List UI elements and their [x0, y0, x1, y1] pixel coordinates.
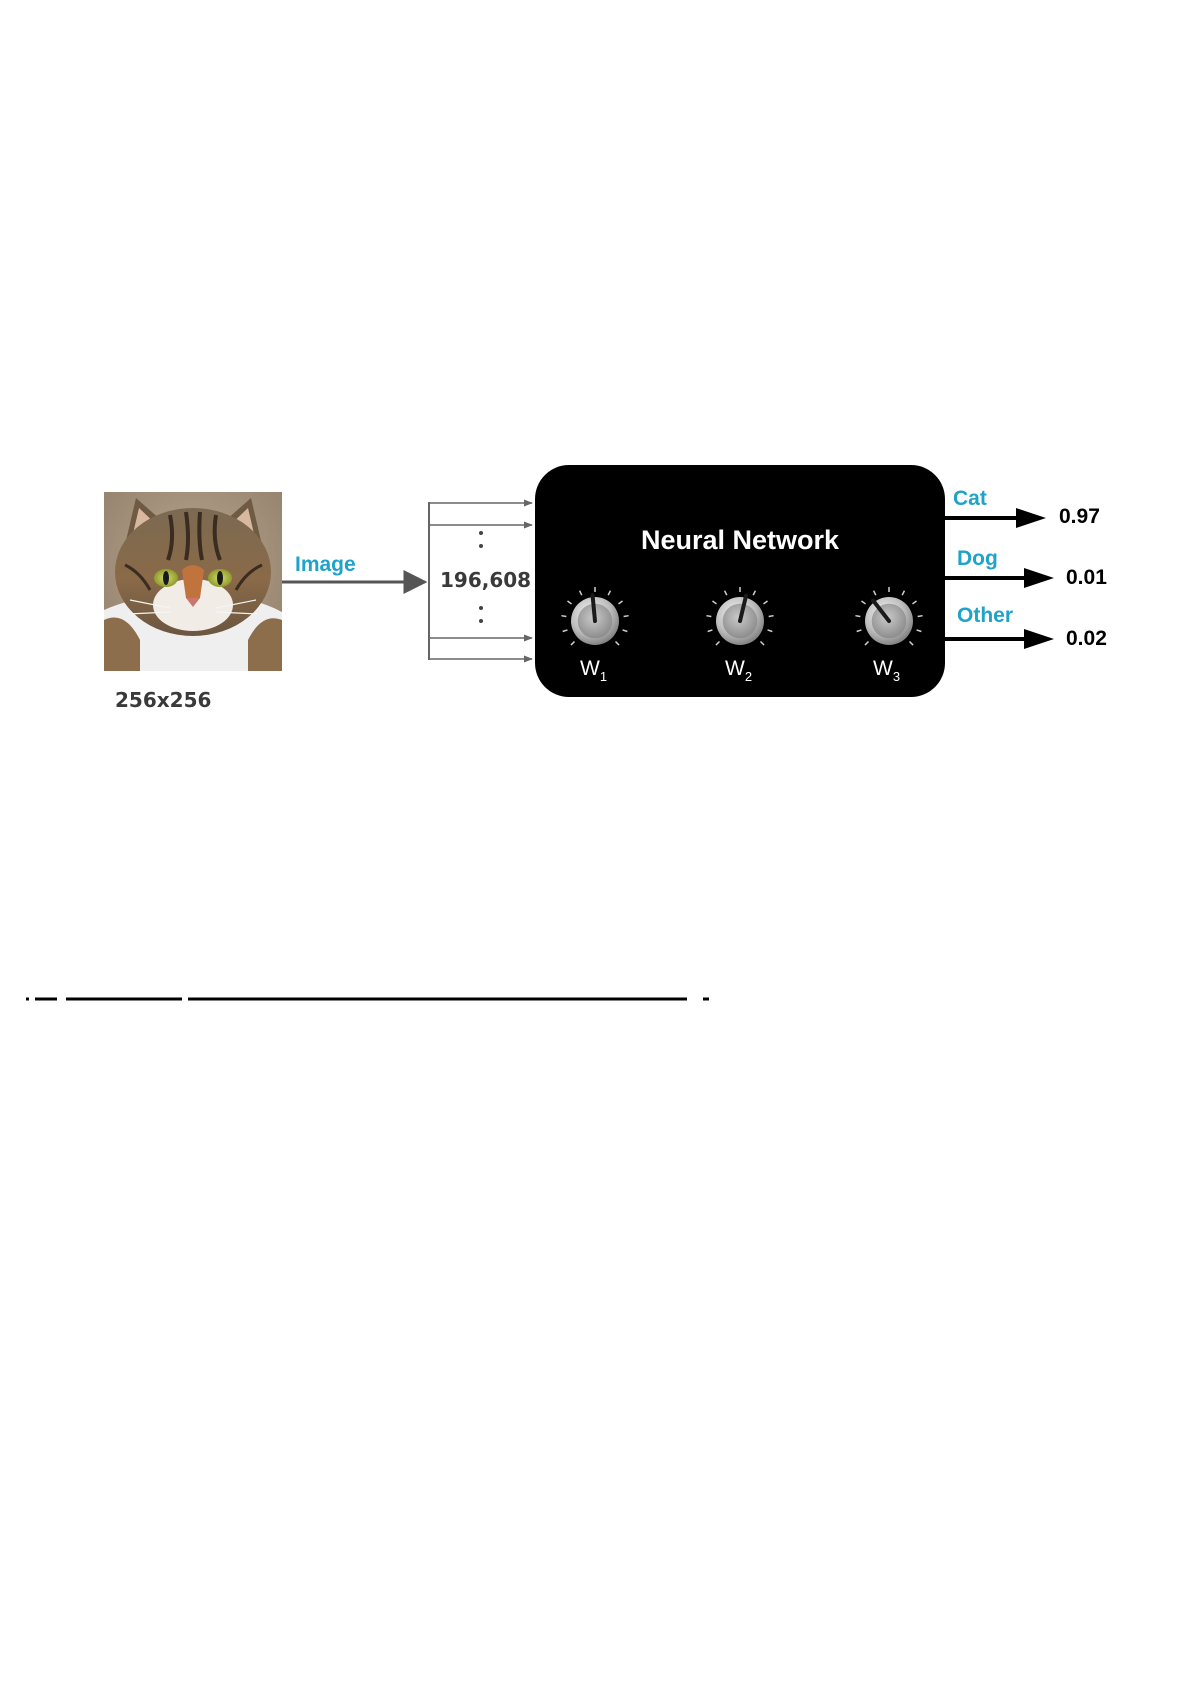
knob-tick: [570, 640, 576, 646]
knob-tick: [861, 600, 866, 605]
knob-tick: [916, 629, 922, 633]
knob-w2-label: W2: [725, 657, 752, 684]
knob-tick: [901, 590, 906, 596]
output-arrows: [945, 508, 1054, 649]
network-title: Neural Network: [641, 525, 840, 555]
knob-tick: [618, 600, 623, 605]
knob-tick: [715, 640, 721, 646]
cat-photo-icon: [104, 492, 282, 671]
knob-tick: [767, 629, 773, 633]
knob-tick: [763, 600, 768, 605]
knob-tick: [567, 600, 572, 605]
knob-tick: [752, 590, 757, 596]
knob-tick: [759, 640, 765, 646]
output-class-cat: Cat: [953, 487, 987, 510]
knob-tick: [607, 590, 612, 596]
image-arrow-label: Image: [295, 553, 356, 576]
output-class-other: Other: [957, 604, 1013, 627]
input-bracket: [428, 499, 533, 663]
knob-tick: [578, 590, 583, 596]
knob-tick: [864, 640, 870, 646]
knob-tick: [908, 640, 914, 646]
knob-tick: [723, 590, 728, 596]
knob-tick: [856, 629, 862, 633]
knob-w3-icon[interactable]: [855, 587, 923, 646]
knob-tick: [562, 629, 568, 633]
knob-tick: [712, 600, 717, 605]
knob-w3-label: W3: [873, 657, 900, 684]
knob-tick: [706, 614, 712, 618]
resolution-label: 256x256: [115, 688, 211, 712]
output-score-dog: 0.01: [1066, 566, 1107, 589]
knob-tick: [912, 600, 917, 605]
knob-pointer: [871, 598, 891, 623]
knob-tick: [707, 629, 713, 633]
output-score-cat: 0.97: [1059, 505, 1100, 528]
knob-pointer: [738, 593, 749, 623]
knob-tick: [623, 614, 629, 618]
knob-tick: [561, 614, 567, 618]
output-class-dog: Dog: [957, 547, 998, 570]
knob-w1-label: W1: [580, 657, 607, 684]
knob-tick: [614, 640, 620, 646]
knob-tick: [622, 629, 628, 633]
knob-w2-icon[interactable]: [706, 587, 774, 646]
output-score-other: 0.02: [1066, 627, 1107, 650]
knob-w1-icon[interactable]: [561, 587, 629, 646]
knob-tick: [917, 614, 923, 618]
neural-network-box: [535, 465, 945, 697]
knob-pointer: [590, 593, 597, 623]
knob-tick: [872, 590, 877, 596]
knob-tick: [855, 614, 861, 618]
input-count-label: 196,608: [440, 568, 531, 592]
knob-tick: [768, 614, 774, 618]
